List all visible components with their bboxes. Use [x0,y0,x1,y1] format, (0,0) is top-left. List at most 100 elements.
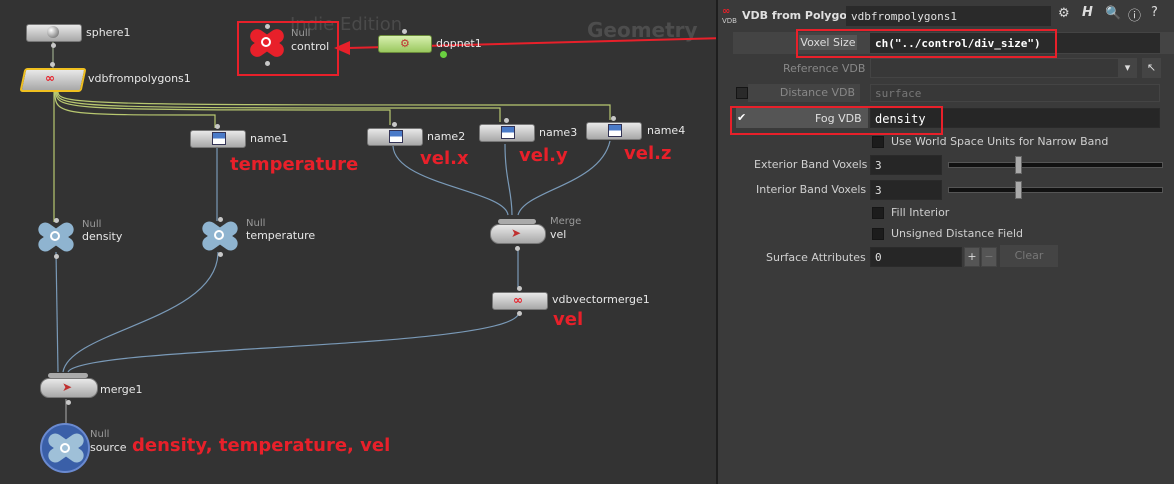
world-space-label: Use World Space Units for Narrow Band [891,135,1109,148]
interior-band-slider[interactable] [948,187,1163,193]
annotation-vel-x: vel.x [420,148,469,169]
node-type-label: VDB from Polygons [742,9,862,22]
edition-watermark: Indie Edition [290,14,403,35]
wire-vectormerge-merge1 [67,311,520,373]
input-connector[interactable] [504,118,509,123]
input-connector[interactable] [54,218,59,223]
node-label: dopnet1 [436,37,482,50]
input-connector[interactable] [517,286,522,291]
interior-band-slider-handle[interactable] [1015,181,1023,199]
distance-vdb-checkbox[interactable] [736,87,748,99]
help-icon[interactable]: ? [1151,5,1158,20]
vdb-icon: ∞ [45,71,55,85]
merge-icon: ➤ [62,380,73,394]
merge-input-bar[interactable] [498,219,536,224]
output-connector[interactable] [51,43,56,48]
search-icon[interactable]: 🔍 [1105,6,1122,21]
name-tag-icon [389,130,403,143]
name-tag-icon [501,126,515,139]
exterior-band-slider-handle[interactable] [1015,156,1023,174]
reference-arrow-head [334,41,350,55]
node-type: Null [246,218,266,229]
output-connector[interactable] [517,311,522,316]
annotation-vel-y: vel.y [519,145,568,166]
node-label: vdbfrompolygons1 [88,72,191,85]
help-h-icon[interactable]: H [1082,5,1093,20]
input-connector[interactable] [611,116,616,121]
wire-vdb-name3 [56,91,501,122]
wire-vdb-name1 [54,91,216,128]
node-label: vdbvectormerge1 [552,293,650,306]
voxel-size-field[interactable]: ch("../control/div_size") [870,33,1160,53]
input-connector[interactable] [218,217,223,222]
info-icon[interactable]: ⓘ [1128,9,1142,24]
node-type: Null [82,219,102,230]
node-type: Null [291,28,311,39]
reference-vdb-picker[interactable]: ↖ [1142,58,1161,78]
voxel-size-label[interactable]: Voxel Size [798,34,858,51]
node-label: name3 [539,126,578,139]
display-flag-dot [440,51,447,58]
node-name-field[interactable]: vdbfrompolygons1 [846,6,1051,26]
surface-attributes-remove-button[interactable]: − [981,247,997,267]
surface-attributes-add-button[interactable]: + [964,247,980,267]
exterior-band-label: Exterior Band Voxels [754,158,868,171]
reference-vdb-dropdown[interactable]: ▾ [1118,58,1137,78]
node-label: name1 [250,132,289,145]
output-connector[interactable] [515,246,520,251]
output-connector[interactable] [218,252,223,257]
node-body[interactable] [492,292,548,310]
node-label: vel [550,228,567,241]
surface-attributes-field[interactable]: 0 [870,247,962,267]
merge-icon: ➤ [511,226,522,240]
node-label: density [82,230,123,243]
node-label: sphere1 [86,26,131,39]
node-body[interactable] [378,35,432,53]
output-connector[interactable] [54,254,59,259]
exterior-band-field[interactable]: 3 [870,155,942,175]
fog-vdb-highlight-box [730,106,943,135]
node-body[interactable] [40,378,98,398]
arrow-pick-icon: ↖ [1146,61,1157,74]
name-tag-icon [608,124,622,137]
node-label: merge1 [100,383,143,396]
output-connector[interactable] [66,400,71,405]
node-body[interactable] [490,224,546,244]
annotation-vel-z: vel.z [624,143,672,164]
node-label: name4 [647,124,686,137]
input-connector[interactable] [392,122,397,127]
node-label: source [90,441,127,454]
wire-name2-merge [392,145,509,216]
clear-button[interactable]: Clear [1000,245,1058,267]
annotation-temperature: temperature [230,154,359,175]
input-connector[interactable] [265,24,270,29]
input-connector[interactable] [215,124,220,129]
node-label: name2 [427,130,466,143]
gear-icon[interactable]: ⚙ [1058,6,1070,21]
fill-interior-checkbox[interactable] [872,207,884,219]
vdb-type-icon-label: VDB [722,17,737,25]
context-watermark: Geometry [587,18,698,42]
voxel-size-highlight-box [796,29,1057,58]
exterior-band-slider[interactable] [948,162,1163,168]
null-center-icon [214,230,224,240]
world-space-checkbox[interactable] [872,136,884,148]
input-connector[interactable] [50,62,55,67]
surface-attributes-label: Surface Attributes [766,251,866,264]
interior-band-field[interactable]: 3 [870,180,942,200]
unsigned-distance-label: Unsigned Distance Field [891,227,1023,240]
input-connector[interactable] [402,29,407,34]
fog-vdb-checkbox[interactable]: ✔ [737,111,747,124]
fog-vdb-label-bg [736,108,868,128]
name-tag-icon [212,132,226,145]
node-label: control [291,40,330,53]
merge-input-bar[interactable] [48,373,88,378]
unsigned-distance-checkbox[interactable] [872,228,884,240]
distance-vdb-label: Distance VDB [748,84,860,102]
output-connector[interactable] [265,61,270,66]
network-editor[interactable]: Indie Edition Geometry sphere1 [0,0,716,484]
reference-vdb-field[interactable] [870,58,1137,78]
node-label: temperature [246,229,316,242]
distance-vdb-field[interactable]: surface [870,84,1160,102]
pane-divider[interactable] [716,0,718,484]
